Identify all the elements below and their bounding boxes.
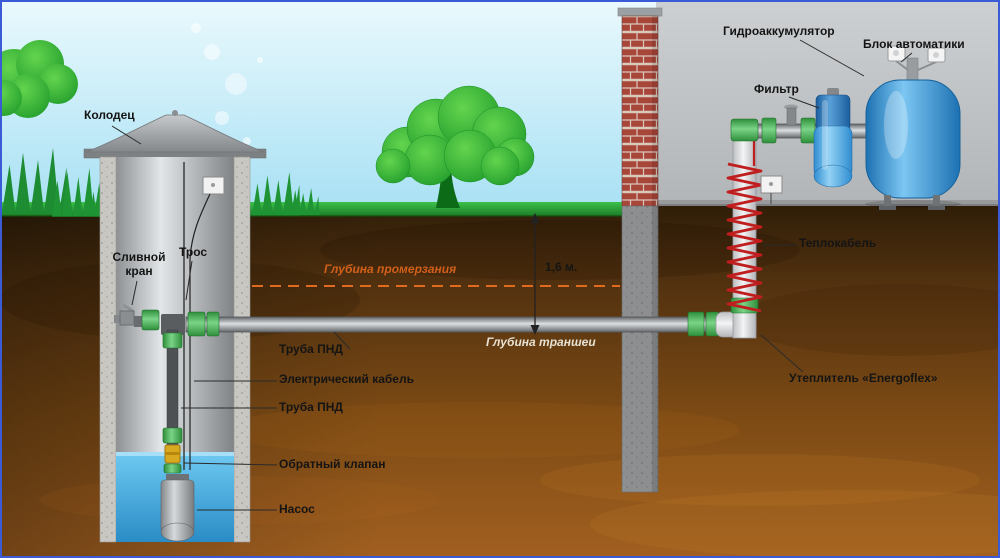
automation-devices bbox=[887, 45, 946, 71]
leader-line bbox=[183, 462, 278, 466]
label-rope: Трос bbox=[179, 245, 208, 259]
pipe-fitting bbox=[163, 463, 182, 474]
label-hydroaccumulator: Гидроаккумулятор bbox=[723, 24, 835, 38]
label-insulation: Утеплитель «Energoflex» bbox=[789, 371, 938, 385]
tap bbox=[786, 107, 797, 126]
drain-valve-handle bbox=[122, 303, 134, 313]
label-automation-block: Блок автоматики bbox=[863, 37, 965, 51]
foundation-underground bbox=[621, 205, 659, 493]
well-roof bbox=[85, 114, 265, 153]
filter bbox=[813, 88, 853, 188]
label-electric-cable: Электрический кабель bbox=[279, 372, 414, 386]
pump bbox=[160, 474, 195, 542]
label-pump: Насос bbox=[279, 502, 315, 516]
pipe-fitting bbox=[141, 309, 160, 331]
leader-line bbox=[788, 96, 820, 109]
label-freezing-depth: Глубина промерзания bbox=[324, 262, 457, 276]
pipe-fitting bbox=[687, 311, 705, 337]
label-well: Колодец bbox=[84, 108, 135, 122]
label-depth-value: 1,6 м. bbox=[545, 260, 578, 274]
pipe-fitting bbox=[800, 117, 816, 144]
leader-lines bbox=[111, 39, 913, 511]
label-trench-depth: Глубина траншеи bbox=[486, 335, 596, 349]
label-drain-valve: Сливной кран bbox=[112, 250, 166, 278]
foundation-column bbox=[617, 7, 663, 493]
leader-line bbox=[760, 334, 804, 373]
heat-cable-coil bbox=[726, 162, 763, 313]
label-heat-cable: Теплокабель bbox=[799, 236, 877, 250]
drain-valve bbox=[119, 310, 135, 326]
pipe-fitting bbox=[162, 427, 183, 444]
label-hdpe-pipe-top: Труба ПНД bbox=[279, 342, 343, 356]
well bbox=[83, 110, 267, 543]
electric-cable-line bbox=[189, 193, 211, 470]
bush bbox=[0, 40, 78, 118]
well-wall-right bbox=[233, 156, 251, 543]
pipe-fitting bbox=[730, 118, 759, 142]
pipe-fitting bbox=[761, 117, 777, 144]
leader-line bbox=[111, 125, 142, 145]
brick-wall bbox=[621, 15, 659, 207]
label-filter: Фильтр bbox=[754, 82, 799, 96]
label-hdpe-pipe-bottom: Труба ПНД bbox=[279, 400, 343, 414]
vegetation bbox=[0, 40, 535, 217]
supply-pipe bbox=[185, 311, 753, 337]
leader-line bbox=[131, 280, 138, 306]
leader-line bbox=[333, 331, 351, 350]
tree bbox=[375, 85, 535, 208]
leader-line bbox=[900, 52, 913, 63]
leader-line bbox=[185, 260, 193, 301]
pipe-fitting bbox=[162, 332, 183, 349]
depth-arrow bbox=[530, 213, 540, 335]
pipe-fitting bbox=[206, 311, 220, 337]
label-check-valve: Обратный клапан bbox=[279, 457, 386, 471]
pipe-fitting bbox=[187, 311, 206, 337]
indoor-equipment bbox=[730, 45, 961, 210]
hdpe-pipe bbox=[185, 316, 753, 333]
leader-line bbox=[799, 39, 865, 77]
hydroaccumulator-tank bbox=[865, 79, 961, 210]
well-wall-left bbox=[99, 156, 117, 543]
